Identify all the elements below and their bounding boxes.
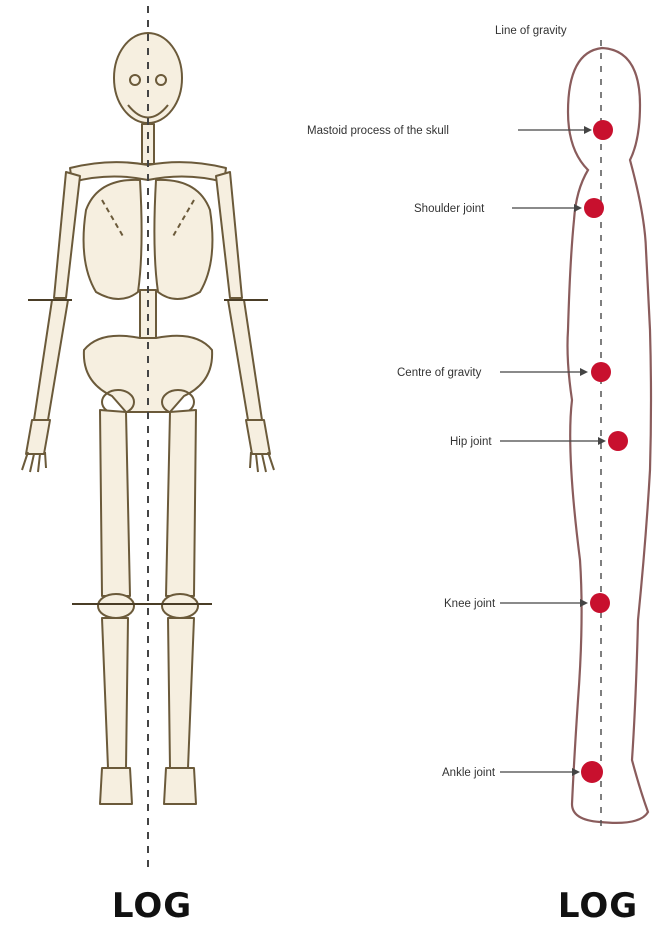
landmark-arrowhead-cog (580, 368, 588, 376)
landmark-mastoid: Mastoid process of the skull (307, 120, 613, 140)
ribcage-left (84, 180, 142, 299)
right-hand (246, 420, 270, 454)
landmark-arrowhead-ankle (572, 768, 580, 776)
landmark-label-cog: Centre of gravity (397, 367, 482, 379)
caption-right: LOG (548, 886, 648, 926)
line-of-gravity-label: Line of gravity (495, 25, 567, 37)
left-forearm (34, 300, 68, 420)
landmark-arrowhead-knee (580, 599, 588, 607)
landmark-dot-ankle (581, 761, 603, 783)
caption-left: LOG (102, 886, 202, 926)
right-upper-arm (216, 172, 242, 298)
landmark-dot-hip (608, 431, 628, 451)
left-hand (26, 420, 50, 454)
landmark-dot-shoulder (584, 198, 604, 218)
landmark-cog: Centre of gravity (397, 362, 611, 382)
landmark-dot-knee (590, 593, 610, 613)
landmark-label-knee: Knee joint (444, 598, 496, 610)
landmark-dot-mastoid (593, 120, 613, 140)
left-femur (100, 410, 130, 596)
landmark-knee: Knee joint (444, 593, 610, 613)
left-tibia (102, 618, 128, 768)
landmark-label-ankle: Ankle joint (442, 767, 496, 779)
body-outline-side (568, 48, 652, 823)
left-upper-arm (54, 172, 80, 298)
right-forearm (228, 300, 262, 420)
ribcage-right (154, 180, 212, 299)
landmark-arrowhead-shoulder (574, 204, 582, 212)
right-knee (162, 594, 198, 618)
right-foot (164, 768, 196, 804)
left-knee (98, 594, 134, 618)
landmark-arrowhead-hip (598, 437, 606, 445)
left-foot (100, 768, 132, 804)
landmark-arrowhead-mastoid (584, 126, 592, 134)
landmark-label-mastoid: Mastoid process of the skull (307, 125, 449, 137)
right-femur (166, 410, 196, 596)
landmark-label-hip: Hip joint (450, 436, 492, 448)
landmark-label-shoulder: Shoulder joint (414, 203, 485, 215)
landmark-dot-cog (591, 362, 611, 382)
landmark-ankle: Ankle joint (442, 761, 603, 783)
cervical-spine (142, 124, 154, 164)
right-tibia (168, 618, 194, 768)
